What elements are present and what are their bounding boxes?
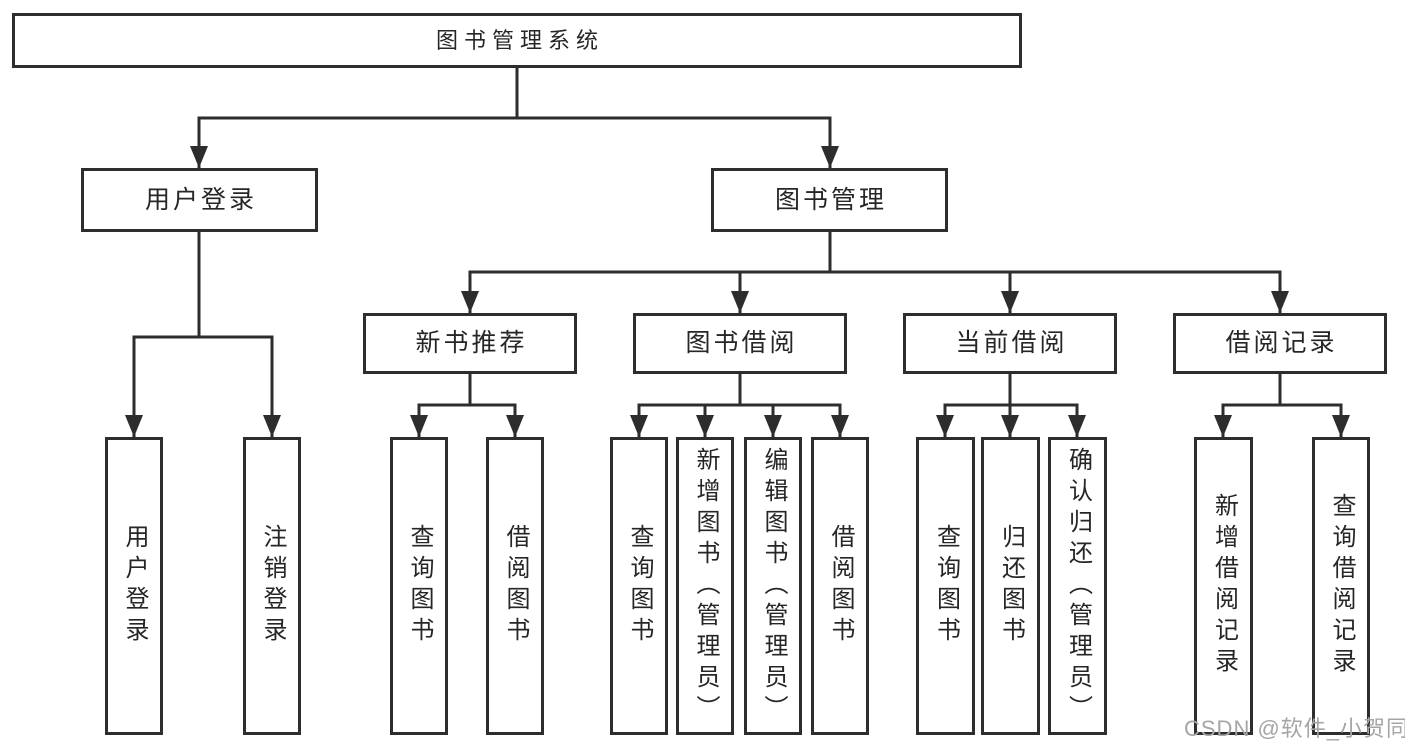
leaf-add-books-admin: 新增图书（管理员）: [676, 437, 734, 735]
node-book-borrow: 图书借阅: [633, 313, 847, 374]
leaf-user-login: 用户登录: [105, 437, 163, 735]
leaf-query-books-recommend: 查询图书: [390, 437, 448, 735]
leaf-add-borrow-record-label: 新增借阅记录: [1210, 493, 1238, 679]
node-user-login: 用户登录: [81, 168, 318, 232]
node-new-book-recommend-label: 新书推荐: [415, 329, 528, 357]
leaf-borrow-books-recommend-label: 借阅图书: [502, 524, 529, 648]
leaf-logout-login-label: 注销登录: [259, 524, 286, 648]
leaf-query-books-current: 查询图书: [916, 437, 975, 735]
leaf-add-borrow-record: 新增借阅记录: [1194, 437, 1253, 735]
leaf-edit-books-admin-label: 编辑图书（管理员）: [760, 446, 787, 726]
node-book-management-label: 图书管理: [774, 185, 887, 214]
leaf-confirm-return-admin: 确认归还（管理员）: [1048, 437, 1107, 735]
node-user-login-label: 用户登录: [144, 185, 257, 214]
csdn-watermark: CSDN @软件_小贺同学: [1184, 716, 1405, 741]
leaf-borrow-books: 借阅图书: [811, 437, 869, 735]
leaf-query-books-current-label: 查询图书: [932, 524, 960, 648]
node-borrow-records-label: 借阅记录: [1225, 329, 1338, 357]
node-book-management: 图书管理: [711, 168, 948, 232]
leaf-return-books-label: 归还图书: [997, 524, 1025, 648]
node-library-system: 图书管理系统: [12, 13, 1022, 68]
leaf-logout-login: 注销登录: [243, 437, 301, 735]
leaf-edit-books-admin: 编辑图书（管理员）: [744, 437, 802, 735]
leaf-query-books-recommend-label: 查询图书: [406, 524, 433, 648]
leaf-query-borrow-record: 查询借阅记录: [1312, 437, 1370, 735]
leaf-query-books-borrow-label: 查询图书: [626, 524, 653, 648]
node-current-borrow: 当前借阅: [903, 313, 1117, 374]
leaf-query-borrow-record-label: 查询借阅记录: [1328, 493, 1355, 679]
leaf-confirm-return-admin-label: 确认归还（管理员）: [1064, 446, 1092, 726]
node-borrow-records: 借阅记录: [1173, 313, 1387, 374]
leaf-borrow-books-label: 借阅图书: [827, 524, 854, 648]
node-library-system-label: 图书管理系统: [435, 27, 604, 53]
node-book-borrow-label: 图书借阅: [685, 329, 798, 357]
node-current-borrow-label: 当前借阅: [955, 329, 1068, 357]
node-new-book-recommend: 新书推荐: [363, 313, 577, 374]
leaf-borrow-books-recommend: 借阅图书: [486, 437, 544, 735]
leaf-return-books: 归还图书: [981, 437, 1040, 735]
leaf-query-books-borrow: 查询图书: [610, 437, 668, 735]
leaf-user-login-label: 用户登录: [121, 524, 148, 648]
leaf-add-books-admin-label: 新增图书（管理员）: [692, 446, 719, 726]
